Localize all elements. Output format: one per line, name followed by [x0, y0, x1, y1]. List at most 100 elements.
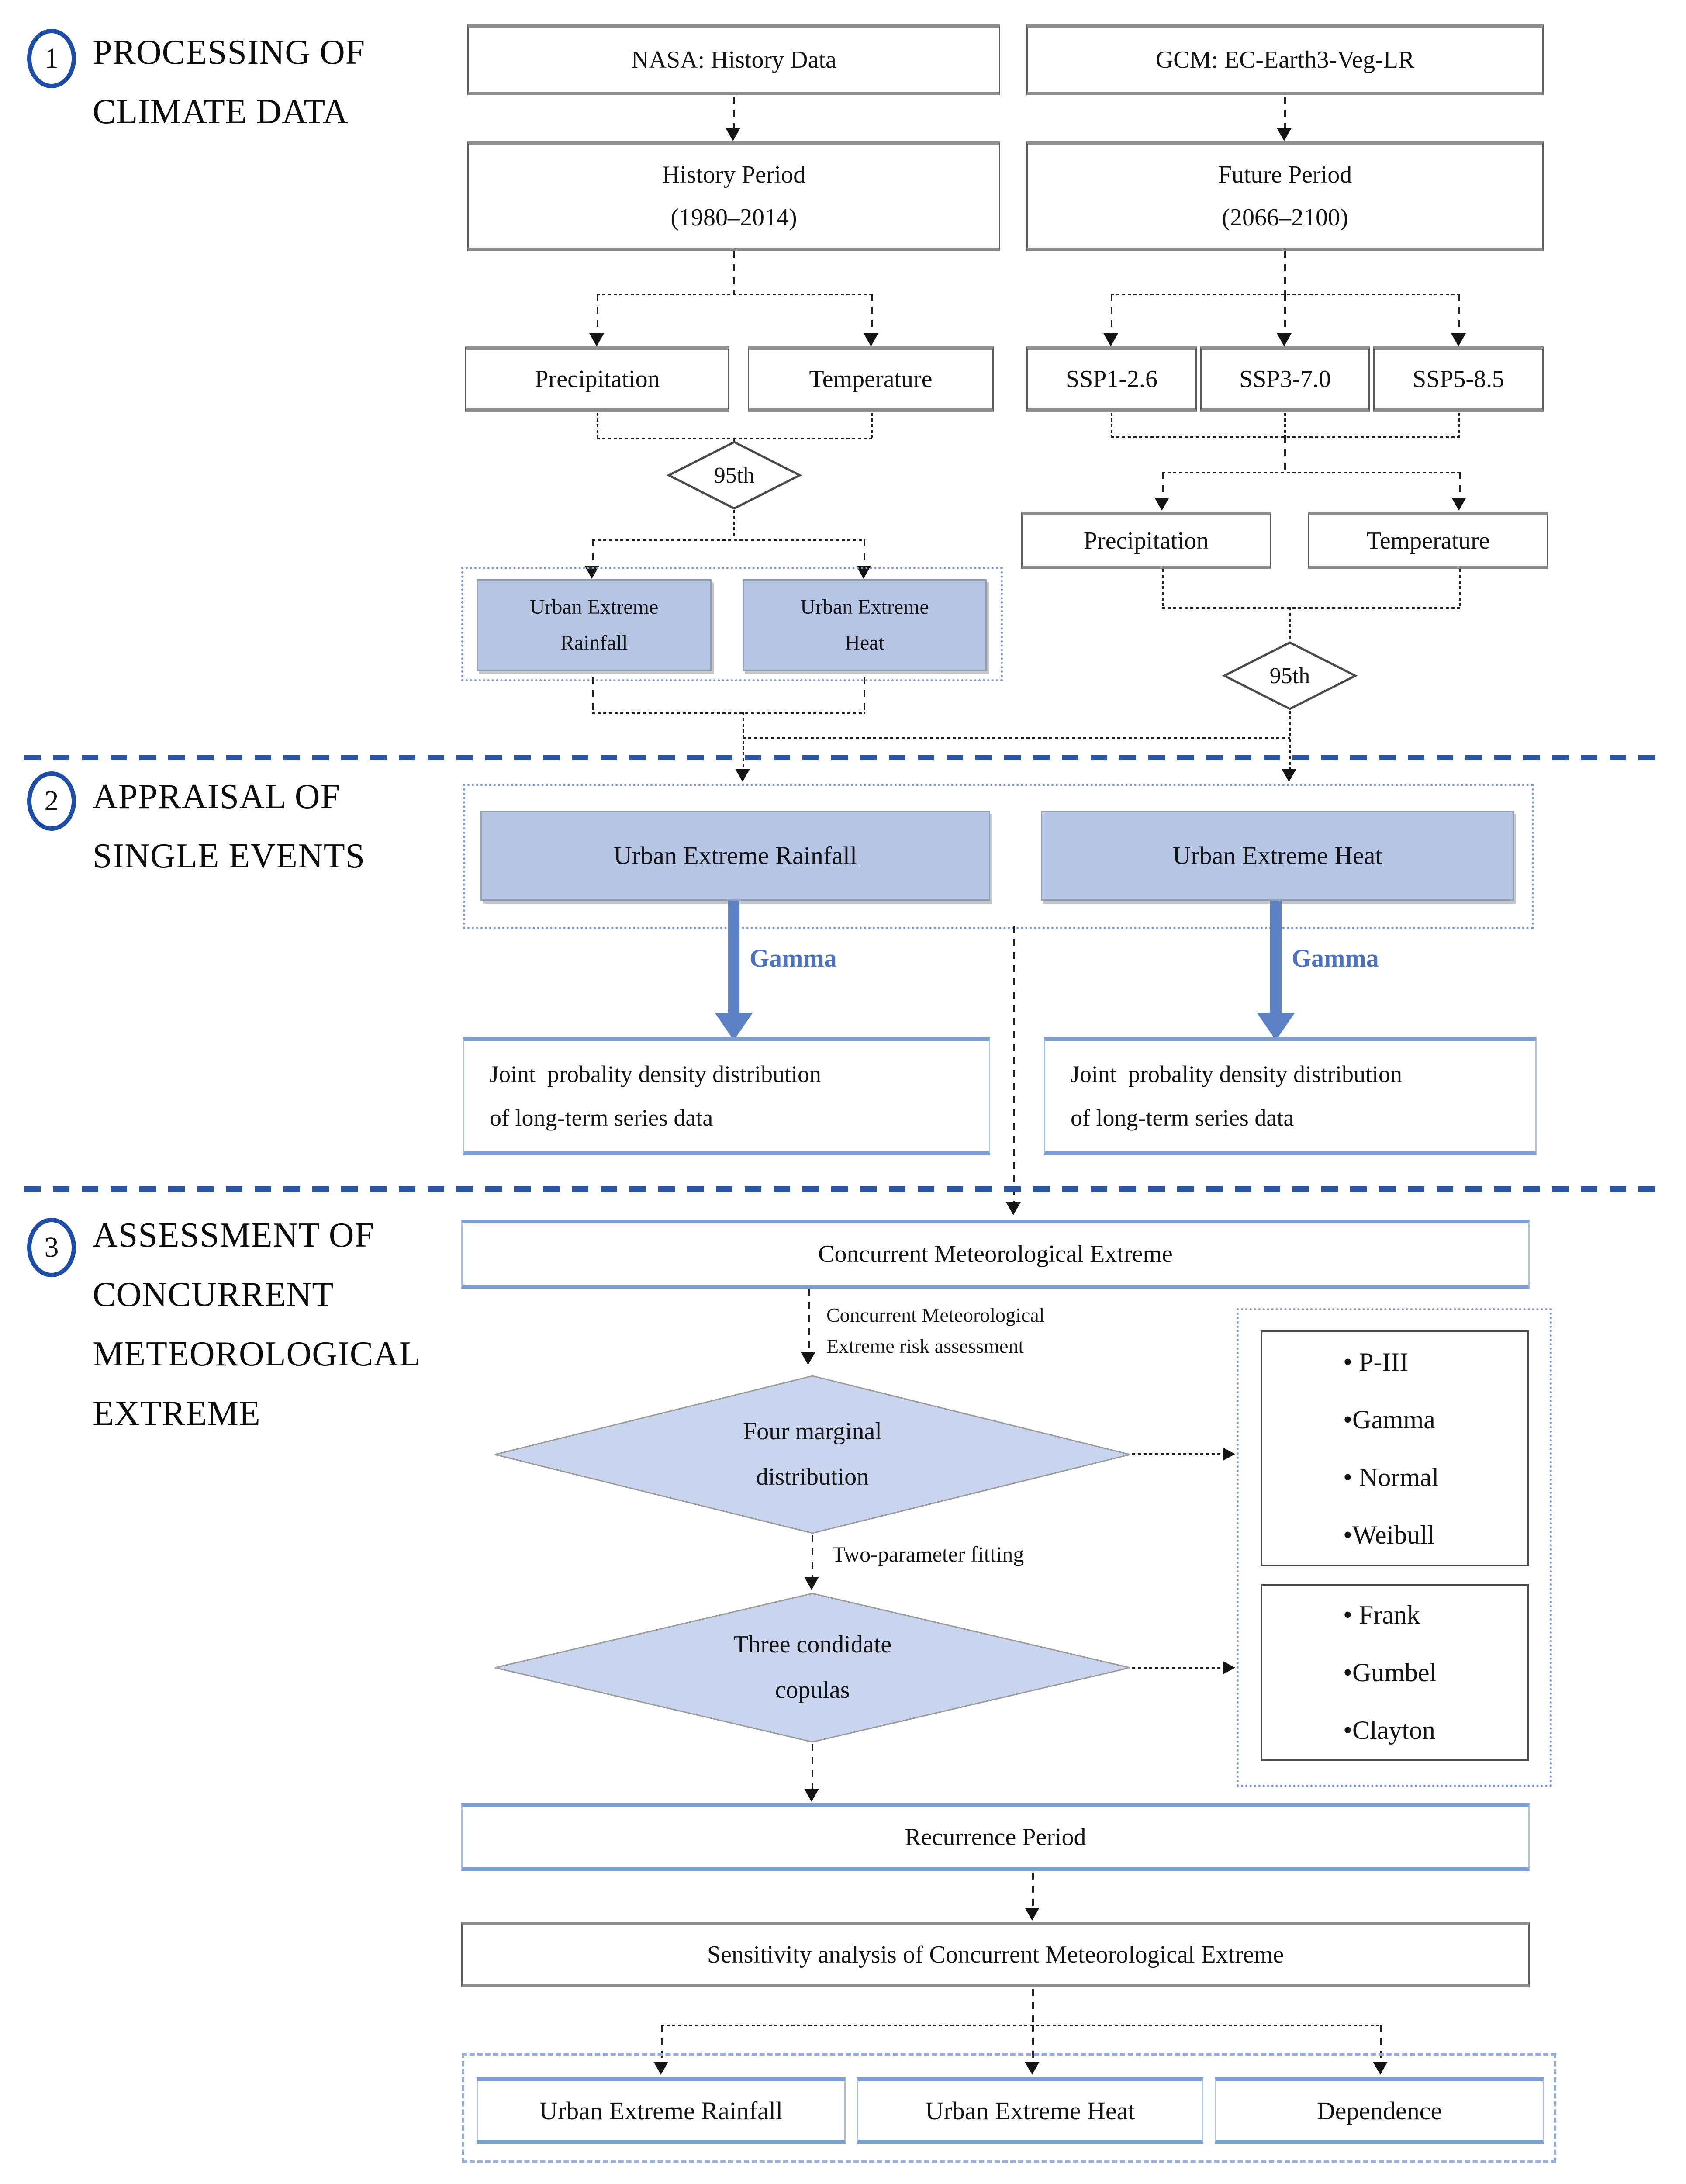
- connector-line: [733, 510, 735, 539]
- node-recurrence-period: Recurrence Period: [461, 1803, 1530, 1871]
- connector-line: [1032, 1873, 1034, 1908]
- gamma-label: Gamma: [1292, 943, 1379, 973]
- node-ssp1-2-6: SSP1-2.6: [1026, 346, 1197, 412]
- section-2-title: APPRAISAL OF SINGLE EVENTS: [93, 767, 365, 886]
- arrowhead-down: [1103, 333, 1118, 346]
- connector-line: [592, 539, 865, 541]
- connector-line: [592, 677, 594, 712]
- node-future-period: Future Period (2066–2100): [1026, 141, 1544, 251]
- list-item: • P-III: [1343, 1348, 1409, 1376]
- arrowhead-down: [1277, 333, 1292, 346]
- node-label: of long-term series data: [490, 1105, 713, 1131]
- arrowhead-right: [1223, 1661, 1235, 1674]
- node-label: SSP5-8.5: [1412, 366, 1505, 393]
- arrowhead-right: [1223, 1448, 1235, 1461]
- connector-line: [743, 712, 744, 769]
- arrowhead-down: [1025, 1908, 1040, 1921]
- gamma-arrowhead: [715, 1013, 753, 1040]
- label: Gamma: [1292, 944, 1379, 972]
- connector-line: [592, 712, 865, 714]
- list-item: • Frank: [1343, 1600, 1420, 1629]
- list-item: •Gamma: [1343, 1405, 1435, 1434]
- connector-line: [1032, 2025, 1034, 2062]
- arrowhead-down: [1154, 498, 1169, 511]
- node-label: Three condidate: [733, 1631, 892, 1659]
- node-history-period: History Period (1980–2014): [467, 141, 1000, 251]
- node-label: SSP1-2.6: [1065, 366, 1158, 393]
- node-ssp3-7-0: SSP3-7.0: [1200, 346, 1370, 412]
- node-label: History Period: [662, 161, 806, 188]
- node-label: Recurrence Period: [905, 1824, 1086, 1851]
- diamond-95th-future: [1222, 641, 1358, 710]
- node-temperature-future: Temperature: [1308, 512, 1548, 569]
- node-label: distribution: [756, 1463, 869, 1490]
- node-gcm-model: GCM: EC-Earth3-Veg-LR: [1026, 24, 1544, 95]
- diamond-four-marginal: [494, 1375, 1130, 1534]
- connector-line: [1459, 569, 1461, 607]
- section-title-line: SINGLE EVENTS: [93, 837, 366, 875]
- section-2-number-badge: 2: [27, 771, 76, 831]
- arrowhead-down: [653, 2062, 668, 2075]
- node-label: Joint probality density distribution: [490, 1061, 821, 1088]
- label: Gamma: [750, 944, 837, 972]
- arrowhead-down: [1006, 1202, 1021, 1215]
- connector-line: [733, 251, 735, 294]
- list-item: • Normal: [1343, 1463, 1439, 1492]
- node-label: of long-term series data: [1071, 1105, 1294, 1131]
- connector-line: [1162, 607, 1461, 609]
- node-label: Rainfall: [560, 631, 628, 654]
- node-output-urban-extreme-rainfall: Urban Extreme Rainfall: [477, 2077, 846, 2144]
- node-output-urban-extreme-heat: Urban Extreme Heat: [857, 2077, 1203, 2144]
- connector-line: [1284, 97, 1286, 128]
- connector-line: [733, 97, 735, 128]
- diamond-95th-label: 95th: [1222, 641, 1358, 711]
- connector-line: [871, 413, 873, 438]
- connector-line: [1284, 251, 1286, 294]
- connector-line: [661, 2025, 1382, 2026]
- connector-line: [1111, 413, 1112, 436]
- arrowhead-down: [1277, 128, 1292, 141]
- connector-line: [1132, 1453, 1225, 1455]
- arrowhead-down: [1451, 333, 1466, 346]
- node-label: Urban Extreme Heat: [925, 2096, 1135, 2125]
- connector-line: [733, 438, 735, 444]
- connector-line: [1032, 1989, 1034, 2025]
- node-label: (1980–2014): [670, 204, 797, 231]
- label: Two-parameter fitting: [832, 1542, 1024, 1566]
- node-ssp5-8-5: SSP5-8.5: [1373, 346, 1544, 412]
- list-item: •Clayton: [1343, 1716, 1435, 1745]
- connector-line: [661, 2025, 663, 2062]
- diamond-three-copulas-label: Three condidate copulas: [493, 1591, 1132, 1744]
- node-label: Temperature: [1366, 527, 1490, 554]
- gamma-arrow-shaft: [728, 901, 739, 1013]
- arrowhead-down: [1025, 2062, 1040, 2075]
- node-label: 95th: [714, 463, 755, 488]
- diamond-95th-history: [667, 441, 802, 510]
- arrowhead-down: [735, 769, 750, 782]
- node-label: Four marginal: [743, 1418, 882, 1445]
- node-urban-extreme-rainfall-small: Urban Extreme Rainfall: [477, 579, 712, 671]
- node-label: Urban Extreme Rainfall: [613, 841, 857, 870]
- container-outputs: [462, 2053, 1556, 2163]
- connector-line: [1458, 413, 1460, 436]
- connector-line: [1162, 569, 1164, 607]
- section-3-number-badge: 3: [27, 1218, 76, 1277]
- connector-line: [743, 737, 1290, 739]
- node-label: Urban Extreme: [800, 595, 929, 619]
- section-1-number-badge: 1: [27, 29, 76, 88]
- node-label: Sensitivity analysis of Concurrent Meteo…: [707, 1941, 1284, 1968]
- connector-line: [808, 1289, 810, 1352]
- arrowhead-down: [726, 128, 740, 141]
- arrowhead-down: [1282, 769, 1296, 782]
- node-concurrent-meteorological-extreme: Concurrent Meteorological Extreme: [461, 1220, 1530, 1289]
- connector-line: [1459, 472, 1461, 498]
- node-label: copulas: [775, 1676, 850, 1704]
- node-temperature-history: Temperature: [748, 346, 994, 412]
- list-item: •Weibull: [1343, 1521, 1435, 1549]
- node-label: Urban Extreme: [529, 595, 659, 619]
- node-label: 95th: [1269, 663, 1310, 688]
- section-divider: [24, 755, 1662, 760]
- node-label: Joint probality density distribution: [1071, 1061, 1402, 1088]
- connector-line: [597, 294, 598, 333]
- arrowhead-down: [1373, 2062, 1388, 2075]
